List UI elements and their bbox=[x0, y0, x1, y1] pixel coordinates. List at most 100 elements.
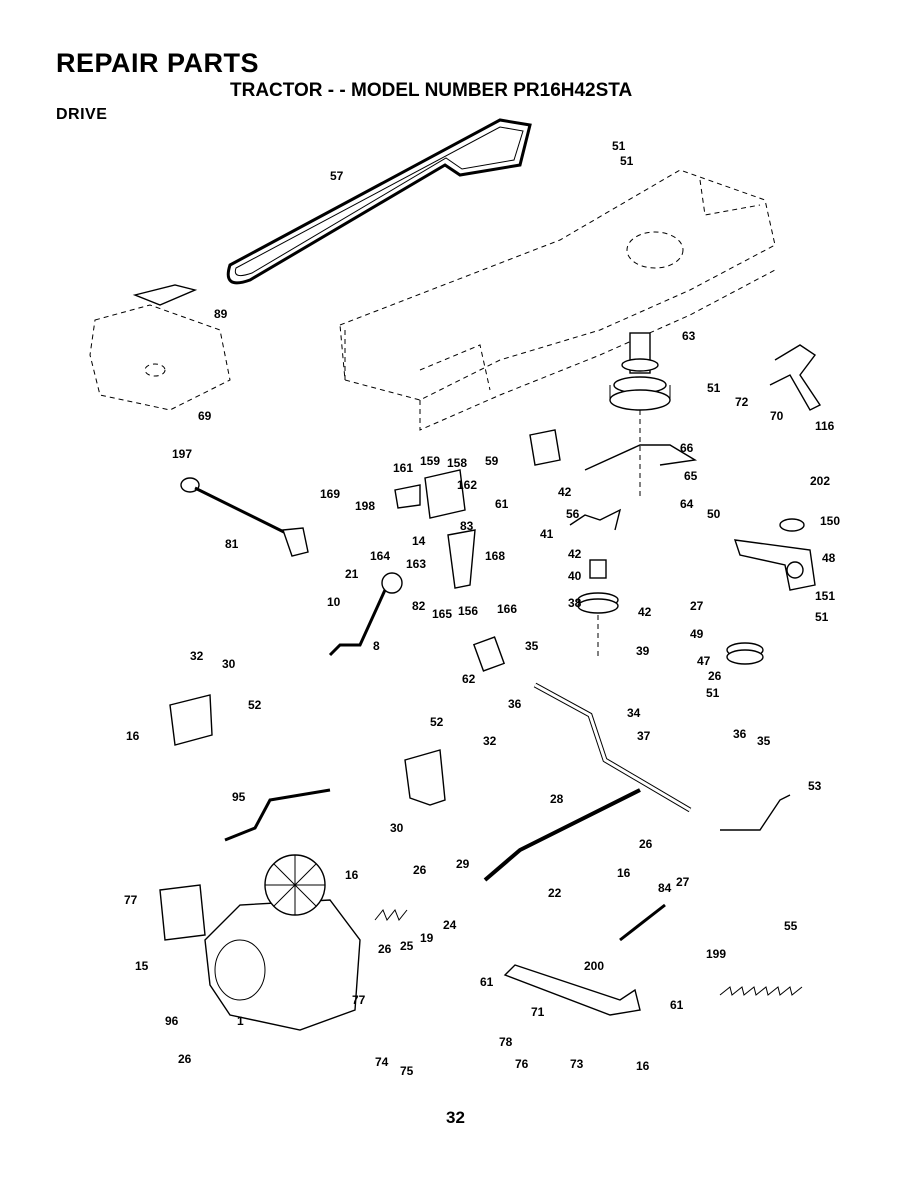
part-label-40: 40 bbox=[568, 569, 582, 583]
part-label-30: 30 bbox=[222, 657, 236, 671]
part-label-95: 95 bbox=[232, 790, 246, 804]
part-label-72: 72 bbox=[735, 395, 749, 409]
rod-84 bbox=[619, 903, 666, 942]
part-label-197: 197 bbox=[172, 447, 192, 461]
part-label-75: 75 bbox=[400, 1064, 414, 1078]
part-label-66: 66 bbox=[680, 441, 694, 455]
part-label-26: 26 bbox=[378, 942, 392, 956]
part-label-89: 89 bbox=[214, 307, 228, 321]
part-label-57: 57 bbox=[330, 169, 344, 183]
part-label-51: 51 bbox=[707, 381, 721, 395]
shift-rod bbox=[224, 788, 331, 842]
part-label-37: 37 bbox=[637, 729, 651, 743]
part-label-202: 202 bbox=[810, 474, 830, 488]
part-label-1: 1 bbox=[237, 1014, 244, 1028]
part-label-42: 42 bbox=[568, 547, 582, 561]
part-label-200: 200 bbox=[584, 959, 604, 973]
part-label-59: 59 bbox=[485, 454, 499, 468]
part-label-26: 26 bbox=[178, 1052, 192, 1066]
part-label-38: 38 bbox=[568, 596, 582, 610]
frame-outline bbox=[339, 169, 776, 431]
part-label-61: 61 bbox=[480, 975, 494, 989]
part-label-156: 156 bbox=[458, 604, 478, 618]
part-label-63: 63 bbox=[682, 329, 696, 343]
shift-lever bbox=[328, 572, 403, 657]
spacer-62 bbox=[472, 636, 506, 672]
part-label-51: 51 bbox=[620, 154, 634, 168]
part-label-16: 16 bbox=[126, 729, 140, 743]
page-title: REPAIR PARTS bbox=[56, 48, 260, 78]
page-number: 32 bbox=[446, 1108, 465, 1127]
part-label-55: 55 bbox=[784, 919, 798, 933]
bracket-30-center bbox=[404, 749, 446, 806]
part-label-41: 41 bbox=[540, 527, 554, 541]
part-label-151: 151 bbox=[815, 589, 835, 603]
part-label-32: 32 bbox=[483, 734, 497, 748]
spring-25 bbox=[374, 909, 408, 921]
part-label-162: 162 bbox=[457, 478, 477, 492]
pedal-shaft bbox=[533, 682, 692, 813]
part-label-82: 82 bbox=[412, 599, 426, 613]
belt-keeper bbox=[584, 444, 698, 471]
part-label-22: 22 bbox=[548, 886, 562, 900]
part-label-42: 42 bbox=[638, 605, 652, 619]
part-label-64: 64 bbox=[680, 497, 694, 511]
part-label-150: 150 bbox=[820, 514, 840, 528]
part-label-47: 47 bbox=[697, 654, 711, 668]
part-label-26: 26 bbox=[413, 863, 427, 877]
part-label-169: 169 bbox=[320, 487, 340, 501]
part-label-26: 26 bbox=[708, 669, 722, 683]
part-label-76: 76 bbox=[515, 1057, 529, 1071]
part-label-73: 73 bbox=[570, 1057, 584, 1071]
part-label-61: 61 bbox=[670, 998, 684, 1012]
part-label-158: 158 bbox=[447, 456, 467, 470]
part-label-35: 35 bbox=[757, 734, 771, 748]
part-label-70: 70 bbox=[770, 409, 784, 423]
part-label-52: 52 bbox=[248, 698, 262, 712]
part-label-8: 8 bbox=[373, 639, 380, 653]
part-label-36: 36 bbox=[733, 727, 747, 741]
part-label-61: 61 bbox=[495, 497, 509, 511]
model-subtitle: TRACTOR - - MODEL NUMBER PR16H42STA bbox=[230, 80, 633, 101]
part-label-62: 62 bbox=[462, 672, 476, 686]
shift-bracket-assembly bbox=[394, 469, 476, 589]
part-label-77: 77 bbox=[124, 893, 138, 907]
belt-guide bbox=[769, 344, 822, 411]
idler-pulley-stack bbox=[577, 559, 619, 660]
part-label-96: 96 bbox=[165, 1014, 179, 1028]
part-label-81: 81 bbox=[225, 537, 239, 551]
part-label-74: 74 bbox=[375, 1055, 389, 1069]
part-label-25: 25 bbox=[400, 939, 414, 953]
part-label-10: 10 bbox=[327, 595, 341, 609]
part-label-199: 199 bbox=[706, 947, 726, 961]
part-label-27: 27 bbox=[690, 599, 704, 613]
part-label-163: 163 bbox=[406, 557, 426, 571]
part-label-168: 168 bbox=[485, 549, 505, 563]
part-label-16: 16 bbox=[636, 1059, 650, 1073]
part-label-53: 53 bbox=[808, 779, 822, 793]
part-label-69: 69 bbox=[198, 409, 212, 423]
brake-link bbox=[503, 964, 641, 1016]
part-label-32: 32 bbox=[190, 649, 204, 663]
part-label-16: 16 bbox=[345, 868, 359, 882]
part-label-51: 51 bbox=[706, 686, 720, 700]
bracket-59 bbox=[529, 429, 561, 466]
part-label-34: 34 bbox=[627, 706, 641, 720]
part-label-50: 50 bbox=[707, 507, 721, 521]
transaxle bbox=[159, 854, 361, 1031]
rod-28 bbox=[483, 788, 641, 882]
part-label-16: 16 bbox=[617, 866, 631, 880]
part-label-48: 48 bbox=[822, 551, 836, 565]
part-label-49: 49 bbox=[690, 627, 704, 641]
idler-bracket-48 bbox=[726, 518, 816, 665]
part-label-15: 15 bbox=[135, 959, 149, 973]
part-label-65: 65 bbox=[684, 469, 698, 483]
front-frame-outline bbox=[89, 304, 231, 411]
extension-spring bbox=[719, 986, 803, 996]
part-label-166: 166 bbox=[497, 602, 517, 616]
part-label-83: 83 bbox=[460, 519, 474, 533]
part-label-39: 39 bbox=[636, 644, 650, 658]
part-label-161: 161 bbox=[393, 461, 413, 475]
